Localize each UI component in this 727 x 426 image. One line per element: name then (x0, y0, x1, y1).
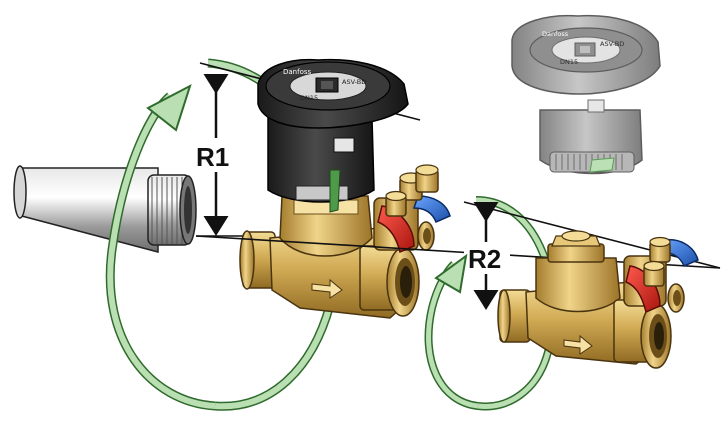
small-rotation-swirl-front (424, 253, 479, 410)
rotation-arrow-icon (434, 253, 468, 294)
small-valve-brass-caps (643, 236, 671, 287)
small-valve-outlet-port (613, 299, 672, 369)
small-valve-inlet-port (497, 289, 531, 343)
grey-handwheel-detail: Danfoss DN15 ASV-BD (511, 14, 661, 175)
large-valve-outlet-port (359, 245, 420, 317)
handwheel-model-text: ASV-BD (342, 78, 366, 86)
small-balancing-valve (497, 230, 699, 369)
pipe-threads (151, 177, 183, 244)
handwheel-size-text: DN15 (300, 94, 318, 102)
rotation-arrow-icon (146, 83, 192, 132)
large-valve-brass-caps (385, 164, 439, 217)
threaded-pipe (13, 165, 197, 253)
handwheel-position-indicator (329, 169, 341, 213)
handwheel-brand: Danfoss (283, 68, 312, 76)
black-handwheel: Danfoss DN15 ASV-BD (257, 58, 409, 213)
r2-label: R2 (468, 244, 501, 274)
r1-label: R1 (196, 142, 229, 172)
grey-handwheel-model-text: ASV-BD (600, 40, 624, 48)
flow-direction-arrow-icon (311, 278, 343, 299)
grey-handwheel-size-text: DN15 (560, 58, 578, 66)
large-valve-inlet-port (239, 230, 276, 290)
large-balancing-valve (239, 164, 451, 319)
large-rotation-swirl-front (105, 83, 216, 411)
grey-handwheel-brand: Danfoss (542, 30, 569, 38)
grey-handwheel-position-indicator (589, 157, 615, 173)
flow-direction-arrow-icon (563, 334, 593, 355)
large-valve-blue-handle (412, 195, 451, 223)
